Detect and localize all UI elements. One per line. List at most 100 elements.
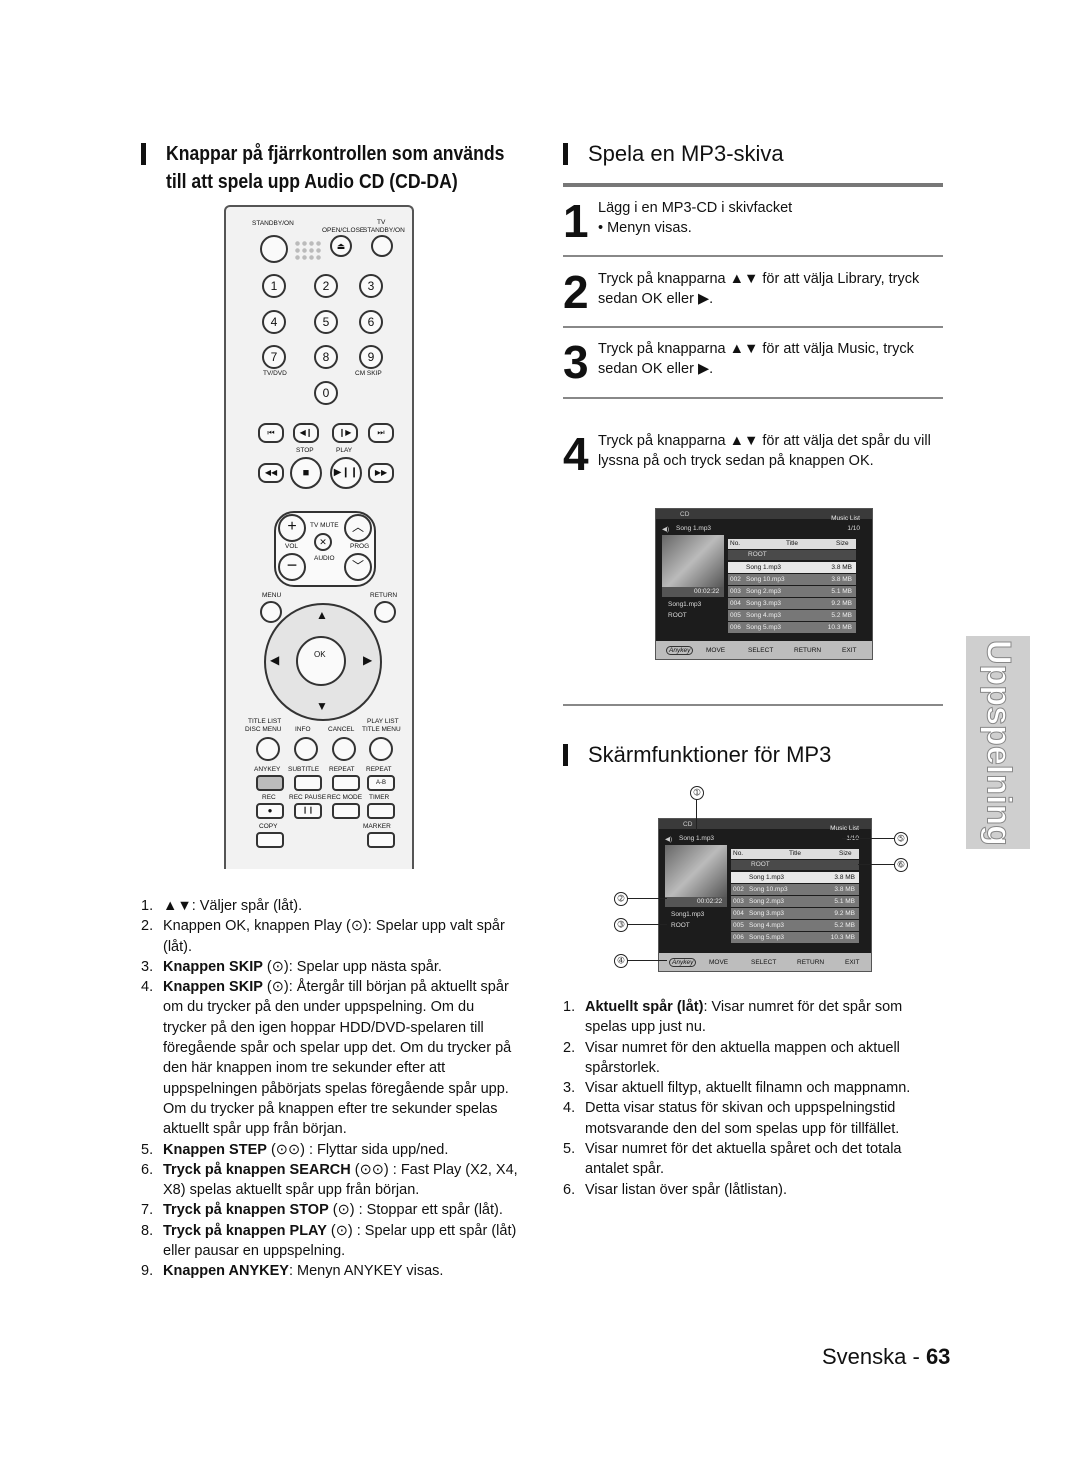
- track-size: 3.8 MB: [831, 576, 852, 583]
- item-bold: Knappen SKIP: [163, 958, 263, 975]
- track-title: Song 5.mp3: [746, 624, 782, 631]
- play-pause-button[interactable]: ▶❙❙: [330, 457, 362, 489]
- step-3-line-1: Tryck på knapparna ▲▼ för att välja Musi…: [598, 341, 914, 357]
- title-menu-button[interactable]: [369, 737, 393, 761]
- right-arrow-icon[interactable]: ▶: [363, 653, 373, 667]
- info-button[interactable]: [294, 737, 318, 761]
- item-number: 4.: [141, 979, 154, 996]
- up-arrow-icon[interactable]: ▲: [316, 608, 328, 622]
- heading-bar: [141, 143, 146, 165]
- digit-3-button[interactable]: 3: [359, 274, 383, 298]
- digit-2-button[interactable]: 2: [314, 274, 338, 298]
- vol-down-button[interactable]: −: [278, 553, 306, 581]
- item-text: ▲▼: Väljer spår (låt).: [163, 898, 303, 914]
- track-title: Song 1.mp3: [746, 564, 782, 571]
- track-no: 004: [733, 910, 744, 917]
- disc-menu-button[interactable]: [256, 737, 280, 761]
- timer-button[interactable]: [367, 803, 395, 819]
- rec-label: REC: [262, 794, 276, 801]
- fast-forward-button[interactable]: ▶▶: [368, 463, 394, 483]
- digit-5-button[interactable]: 5: [314, 310, 338, 334]
- eject-button[interactable]: ⏏: [330, 235, 352, 257]
- repeat-ab-button[interactable]: A-B: [367, 775, 395, 791]
- item-bold: Aktuellt spår (låt): [585, 999, 704, 1015]
- return-button[interactable]: [374, 601, 396, 623]
- skip-back-button[interactable]: ⏮: [258, 423, 284, 443]
- step-2-line-1: Tryck på knapparna ▲▼ för att välja Libr…: [598, 271, 920, 287]
- tv-standby-label: STANDBY/ON: [363, 227, 405, 234]
- power-button[interactable]: [260, 235, 288, 263]
- left-arrow-icon[interactable]: ◀: [270, 653, 280, 667]
- menu-button[interactable]: [260, 601, 282, 623]
- callout-1-leader: [696, 799, 697, 831]
- screen-root-row: ROOT: [728, 550, 856, 560]
- track-title: Song 3.mp3: [749, 910, 785, 917]
- prog-down-button[interactable]: ﹀: [344, 553, 372, 581]
- list-item: 6.Visar listan över spår (låtlistan).: [563, 1180, 947, 1200]
- tv-power-button[interactable]: [371, 235, 393, 257]
- digit-7-button[interactable]: 7: [262, 345, 286, 369]
- item-text: (⊙) : Stoppar ett spår (låt).: [328, 1202, 503, 1219]
- list-item: 8.Tryck på knappen PLAY (⊙) : Spelar upp…: [141, 1221, 521, 1262]
- step-divider: [563, 397, 943, 399]
- item-bold: Tryck på knappen PLAY: [163, 1222, 327, 1239]
- track-title: Song 4.mp3: [746, 612, 782, 619]
- track-no: 002: [733, 886, 744, 893]
- anykey-label: ANYKEY: [254, 766, 281, 773]
- down-arrow-icon[interactable]: ▼: [316, 699, 328, 713]
- cancel-button[interactable]: [332, 737, 356, 761]
- mute-button[interactable]: ✕: [314, 533, 332, 551]
- rec-pause-label: REC PAUSE: [289, 794, 327, 801]
- info-label: INFO: [295, 726, 311, 733]
- ok-button[interactable]: [296, 636, 346, 686]
- col-title: Title: [786, 540, 799, 547]
- digit-0-button[interactable]: 0: [314, 381, 338, 405]
- rec-pause-button[interactable]: ❙❙: [294, 803, 322, 819]
- digit-6-button[interactable]: 6: [359, 310, 383, 334]
- digit-9-button[interactable]: 9: [359, 345, 383, 369]
- track-title: Song 5.mp3: [749, 934, 785, 941]
- stop-button[interactable]: ■: [290, 457, 322, 489]
- repeat-button[interactable]: [332, 775, 360, 791]
- list-item: 4.Knappen SKIP (⊙): Återgår till början …: [141, 977, 521, 1139]
- screen-track-count: 1/10: [847, 525, 860, 532]
- anykey-button[interactable]: [256, 775, 284, 791]
- open-close-label: OPEN/CLOSE: [322, 227, 365, 234]
- marker-button[interactable]: [367, 832, 395, 848]
- page-footer: Svenska - 63: [822, 1344, 950, 1370]
- right-function-list: 1.Aktuellt spår (låt): Visar numret för …: [563, 997, 947, 1200]
- rewind-button[interactable]: ◀◀: [258, 463, 284, 483]
- digit-8-button[interactable]: 8: [314, 345, 338, 369]
- subtitle-button[interactable]: [294, 775, 322, 791]
- vol-up-button[interactable]: +: [278, 514, 306, 542]
- step-back-button[interactable]: ◀❙: [293, 423, 319, 443]
- digit-1-button[interactable]: 1: [262, 274, 286, 298]
- callout-3-leader: [627, 924, 667, 925]
- move-hint: MOVE: [706, 647, 726, 654]
- cancel-label: CANCEL: [328, 726, 355, 733]
- screen-folder-name: ROOT: [668, 612, 687, 619]
- prog-up-button[interactable]: ︿: [344, 514, 372, 542]
- digit-4-button[interactable]: 4: [262, 310, 286, 334]
- copy-button[interactable]: [256, 832, 284, 848]
- track-no: 004: [730, 600, 741, 607]
- disc-menu-label: DISC MENU: [245, 726, 282, 733]
- rec-mode-button[interactable]: [332, 803, 360, 819]
- rec-button[interactable]: ●: [256, 803, 284, 819]
- item-number: 5.: [141, 1141, 154, 1158]
- skip-forward-button[interactable]: ⏭: [368, 423, 394, 443]
- step-forward-button[interactable]: ❙▶: [332, 423, 358, 443]
